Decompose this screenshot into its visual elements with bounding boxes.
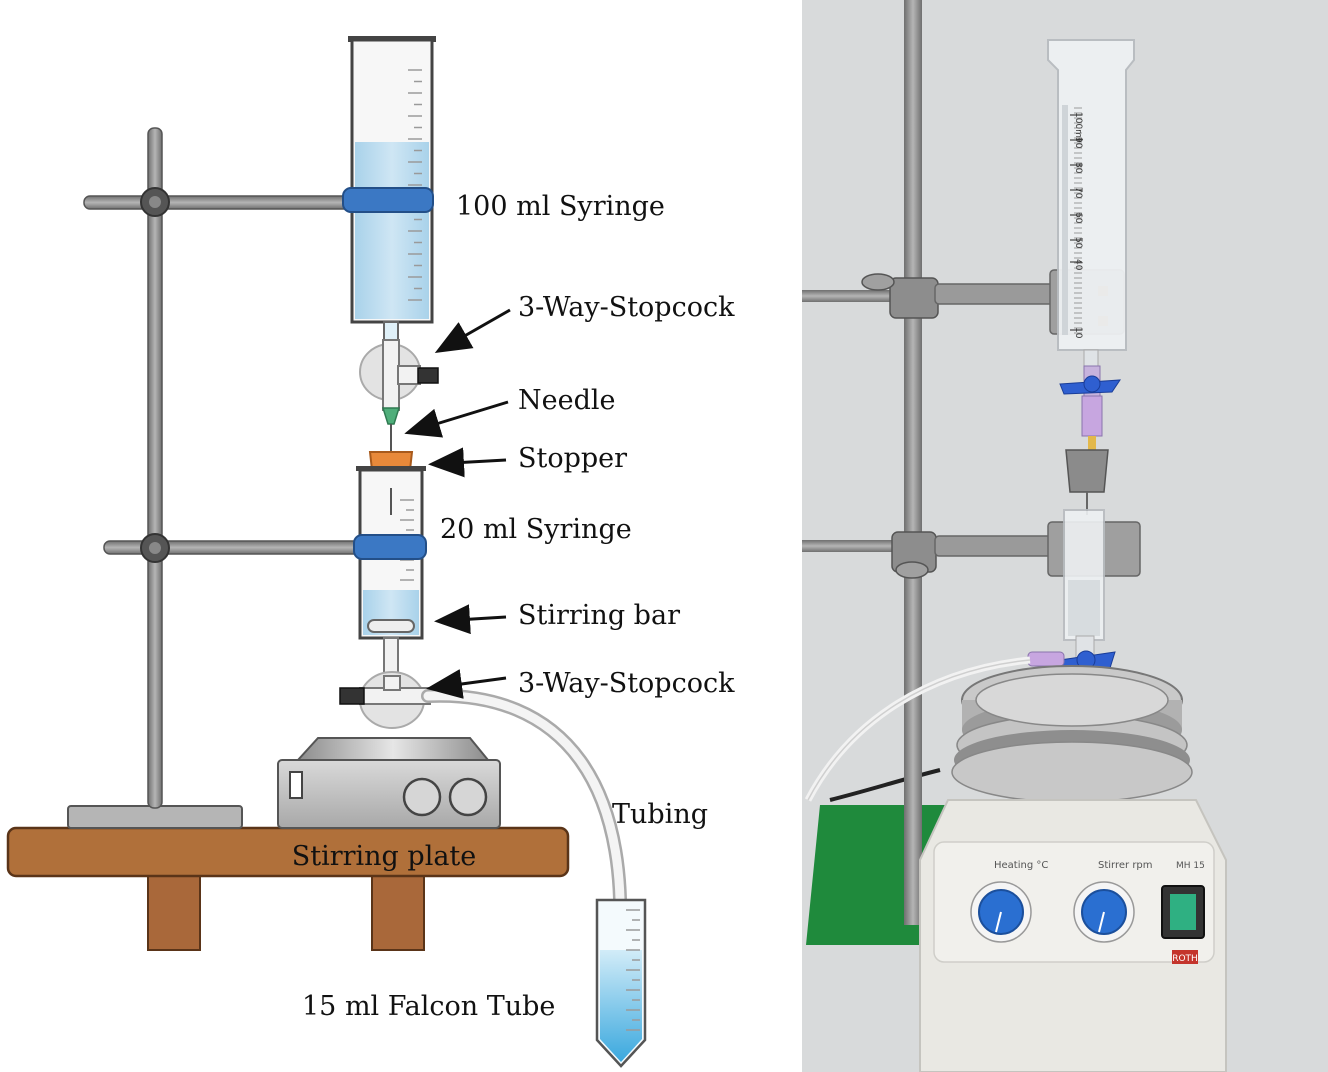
label-stirring-bar: Stirring bar (518, 600, 680, 631)
photo-stirrer (919, 665, 1227, 1072)
stirrer-knob-left (402, 777, 442, 817)
photo-heating-knob (970, 881, 1032, 943)
arrow-stopcock-top (434, 308, 511, 353)
photo-heating-label: Heating °C (994, 860, 1048, 871)
photo-scale-label: 40 (1073, 259, 1083, 271)
photo-stand-rod (904, 0, 922, 925)
photo-model-label: MH 15 (1176, 861, 1205, 871)
table (6, 826, 570, 951)
label-stopper: Stopper (518, 443, 627, 474)
photo-stopcock-top (1059, 365, 1121, 450)
arrow-stirring-bar (434, 604, 507, 635)
photo-power-switch (1161, 885, 1205, 939)
arrow-needle (404, 400, 509, 438)
photo-syringe-20ml (1063, 509, 1105, 641)
photo-stopper (1065, 449, 1109, 493)
stand-base (67, 805, 243, 829)
upper-clamp-rod (83, 195, 385, 210)
upper-blue-clamp (342, 187, 434, 213)
photo-scale-label: 100ml (1073, 112, 1083, 140)
upper-clamp-knob (140, 187, 170, 217)
stirring-bar (367, 619, 415, 633)
stand-rod (147, 127, 163, 809)
label-stopcock-bottom: 3-Way-Stopcock (518, 668, 735, 699)
arrow-stopper (428, 447, 507, 478)
label-syringe-100: 100 ml Syringe (456, 191, 665, 222)
photo-stirrer-label: Stirrer rpm (1098, 860, 1153, 871)
lower-blue-clamp (353, 534, 427, 560)
photo-brand-text: ROTH (1172, 954, 1198, 964)
stopcock-top (359, 339, 439, 411)
label-needle: Needle (518, 385, 615, 416)
falcon-tube (595, 898, 647, 1068)
photo-brand-logo (1172, 950, 1198, 964)
label-falcon-tube: 15 ml Falcon Tube (302, 991, 555, 1022)
syringe-20ml (356, 466, 426, 679)
photo-stirrer-knob (1073, 881, 1135, 943)
label-stopcock-top: 3-Way-Stopcock (518, 292, 735, 323)
lower-clamp-knob (140, 533, 170, 563)
arrow-stopcock-bottom (426, 669, 507, 699)
label-syringe-20: 20 ml Syringe (440, 514, 632, 545)
magnetic-stirrer (277, 737, 501, 829)
stirrer-switch (289, 771, 303, 799)
stopcock-bottom (339, 671, 431, 729)
stirrer-knob-right (448, 777, 488, 817)
syringe-100ml (348, 36, 436, 345)
schematic: Stirring plate (6, 36, 735, 1068)
label-tubing: Tubing (612, 799, 708, 830)
label-stirring-plate: Stirring plate (292, 841, 477, 872)
